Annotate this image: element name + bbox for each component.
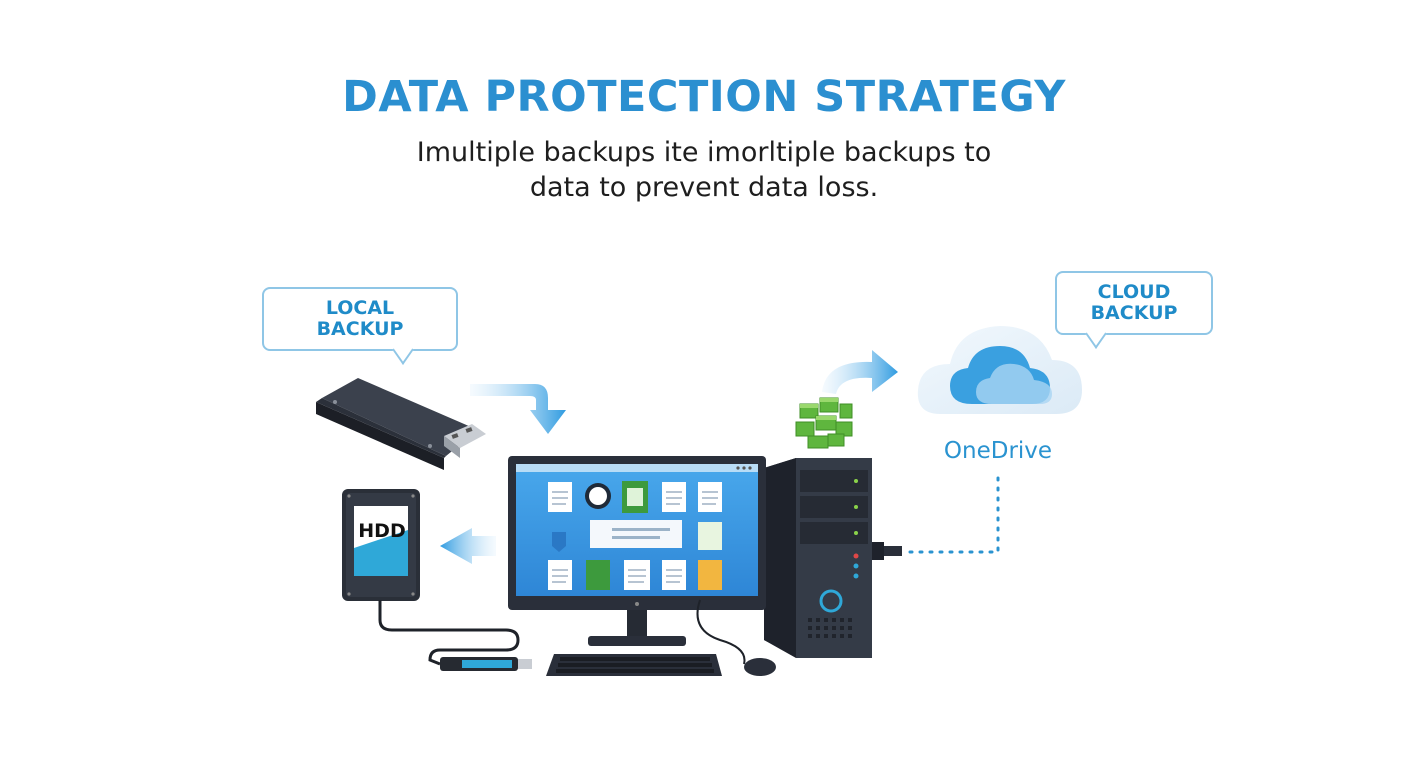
arrow-usb-to-pc bbox=[470, 384, 566, 434]
keyboard-icon bbox=[546, 654, 722, 676]
hdd-icon bbox=[342, 489, 420, 601]
dotted-connection bbox=[902, 476, 1000, 554]
arrow-pc-to-cloud bbox=[822, 350, 898, 394]
cloud-icon bbox=[917, 326, 1082, 414]
monitor-icon bbox=[508, 456, 766, 646]
cloud-backup-line-2: BACKUP bbox=[1090, 302, 1178, 324]
cloud-backup-callout: CLOUD BACKUP bbox=[1055, 271, 1213, 349]
cloud-backup-line-1: CLOUD bbox=[1097, 281, 1171, 303]
mouse-icon bbox=[744, 658, 776, 676]
subtitle-line-2: data to prevent data loss. bbox=[529, 172, 879, 203]
page-title: DATA PROTECTION STRATEGY bbox=[342, 72, 1066, 122]
local-backup-callout: LOCAL BACKUP bbox=[262, 287, 458, 365]
usb-stick-icon bbox=[440, 657, 532, 671]
tower-pc-icon bbox=[764, 458, 902, 658]
subtitle: Imultiple backups ite imorltiple backups… bbox=[0, 135, 1408, 205]
local-backup-line-2: BACKUP bbox=[316, 318, 404, 340]
arrow-pc-to-hdd bbox=[440, 528, 496, 564]
screen-file-icons bbox=[548, 481, 722, 590]
data-blocks-icon bbox=[795, 397, 853, 449]
local-backup-line-1: LOCAL bbox=[325, 297, 395, 319]
usb-drive-icon bbox=[316, 378, 486, 470]
subtitle-line-1: Imultiple backups ite imorltiple backups… bbox=[416, 137, 992, 168]
onedrive-label: OneDrive bbox=[943, 438, 1053, 464]
hdd-label: HDD bbox=[358, 520, 406, 542]
